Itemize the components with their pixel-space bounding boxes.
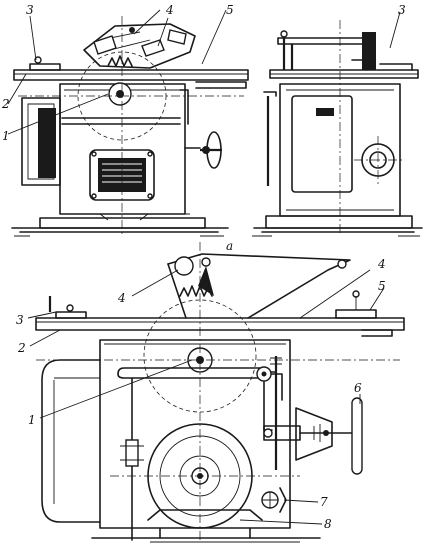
kinematic-view: [27, 242, 405, 543]
detail-label-4-right: 4: [377, 257, 386, 271]
detail-label-5: 5: [378, 279, 386, 293]
side-view: [252, 11, 423, 237]
front-label-4: 4: [165, 3, 174, 17]
control-handle: [351, 397, 363, 475]
detail-label-7: 7: [320, 495, 328, 509]
detail-label-4-left: 4: [117, 291, 126, 305]
side-labels: 3: [398, 3, 406, 17]
detail-label-3: 3: [16, 313, 24, 327]
front-labels: 3 4 5 2 1: [1, 3, 234, 143]
detail-label-2: 2: [17, 341, 26, 355]
guard-mount: [362, 32, 376, 70]
front-label-2: 2: [1, 97, 10, 111]
detail-labels: a 4 4 5 3 2 1 6 7 8: [16, 239, 386, 531]
front-view: [7, 9, 249, 237]
front-label-3: 3: [26, 3, 34, 17]
motor-block: [38, 108, 56, 178]
handwheel-hub: [202, 146, 210, 154]
front-label-5: 5: [226, 3, 234, 17]
front-label-1: 1: [2, 129, 10, 143]
detail-label-1: 1: [28, 413, 36, 427]
detail-label-8: 8: [324, 517, 332, 531]
detail-label-a: a: [226, 239, 233, 253]
detail-label-6: 6: [354, 381, 362, 395]
side-label-3: 3: [398, 3, 406, 17]
